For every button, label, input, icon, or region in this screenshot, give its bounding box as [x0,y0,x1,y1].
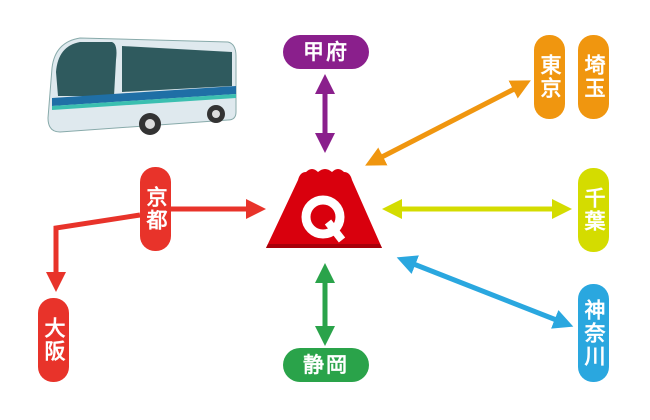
destination-saitama: 埼玉 [578,35,609,119]
destination-kanagawa: 神奈川 [578,284,609,382]
arrow-kanagawa [396,255,574,329]
destination-kofu: 甲府 [283,35,369,69]
arrow-tokyo [365,80,531,166]
destination-chiba: 千葉 [578,168,609,252]
destination-kyoto: 京都 [140,167,171,251]
destination-tokyo: 東京 [534,35,565,119]
arrow-osaka [46,212,141,292]
bus-illustration [47,37,237,135]
mount-fuji-logo [266,169,382,248]
destination-shizuoka: 静岡 [283,348,369,382]
destination-osaka: 大阪 [38,298,69,382]
